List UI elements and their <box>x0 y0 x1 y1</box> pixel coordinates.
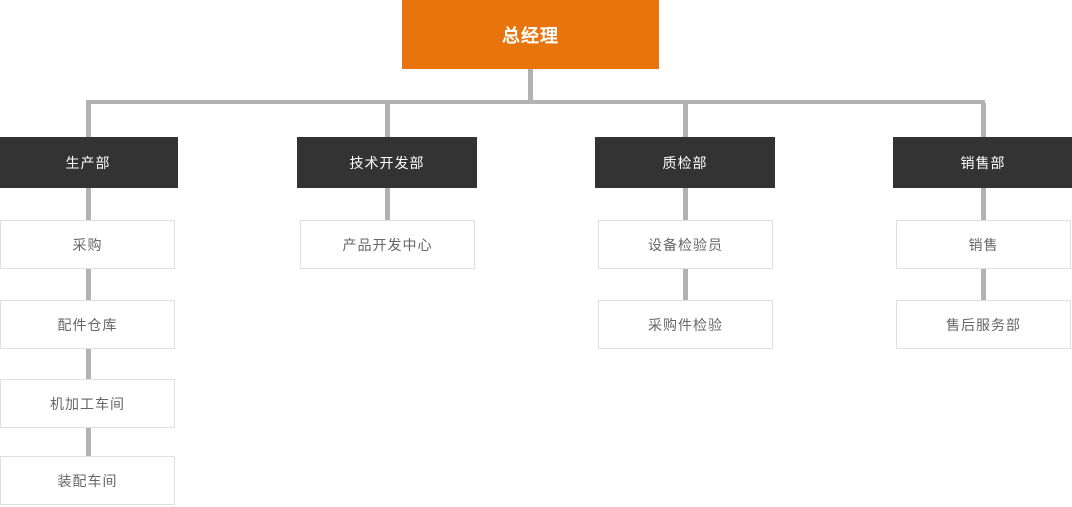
org-node-label: 质检部 <box>662 154 708 171</box>
org-node-label: 采购 <box>72 236 103 253</box>
connector-line <box>385 103 390 137</box>
org-node-product-development-center: 产品开发中心 <box>300 220 475 269</box>
connector-horizontal-line <box>86 100 985 104</box>
connector-line <box>86 188 91 220</box>
connector-line <box>683 269 688 300</box>
connector-line <box>683 103 688 137</box>
org-node-purchased-parts-inspection: 采购件检验 <box>598 300 773 349</box>
org-node-sales: 销售 <box>896 220 1071 269</box>
org-node-parts-warehouse: 配件仓库 <box>0 300 175 349</box>
org-node-after-sales-service: 售后服务部 <box>896 300 1071 349</box>
org-node-purchasing: 采购 <box>0 220 175 269</box>
org-node-label: 销售 <box>968 236 999 253</box>
org-node-label: 采购件检验 <box>648 316 723 333</box>
org-node-machining-workshop: 机加工车间 <box>0 379 175 428</box>
connector-line <box>385 188 390 220</box>
org-node-sales-dept: 销售部 <box>893 137 1072 188</box>
connector-line <box>86 349 91 379</box>
org-node-quality-inspection-dept: 质检部 <box>595 137 775 188</box>
org-node-label: 产品开发中心 <box>342 236 433 253</box>
connector-root-stub <box>528 69 533 101</box>
connector-line <box>981 103 986 137</box>
org-node-tech-development-dept: 技术开发部 <box>297 137 477 188</box>
org-node-assembly-workshop: 装配车间 <box>0 456 175 505</box>
connector-line <box>86 428 91 456</box>
connector-line <box>683 188 688 220</box>
connector-line <box>86 103 91 137</box>
org-node-label: 机加工车间 <box>50 395 125 412</box>
org-node-label: 售后服务部 <box>946 316 1021 333</box>
org-node-label: 技术开发部 <box>349 154 425 171</box>
org-node-general-manager: 总经理 <box>402 0 659 69</box>
org-node-label: 配件仓库 <box>57 316 118 333</box>
org-node-label: 设备检验员 <box>648 236 723 253</box>
org-node-label: 总经理 <box>502 25 559 46</box>
connector-line <box>86 269 91 300</box>
connector-line <box>981 269 986 300</box>
org-node-label: 装配车间 <box>57 472 118 489</box>
org-node-label: 销售部 <box>960 154 1006 171</box>
org-node-production-dept: 生产部 <box>0 137 178 188</box>
org-node-label: 生产部 <box>65 154 111 171</box>
org-node-equipment-inspector: 设备检验员 <box>598 220 773 269</box>
connector-line <box>981 188 986 220</box>
